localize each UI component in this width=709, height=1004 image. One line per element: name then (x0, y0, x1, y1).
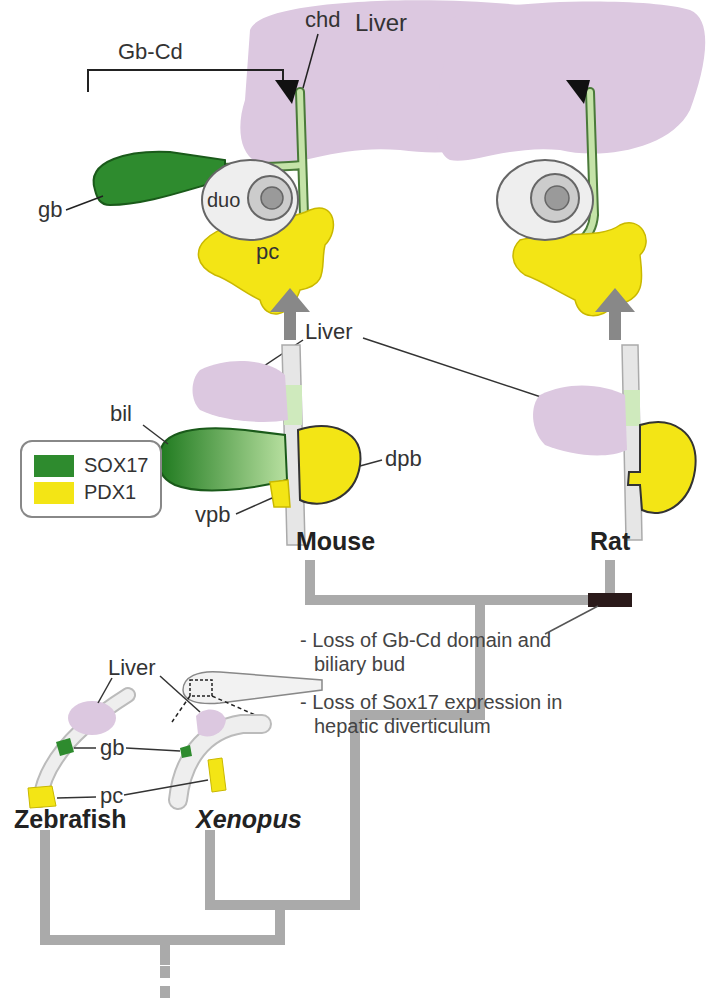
label: bil (110, 402, 132, 426)
legend-swatch (34, 482, 74, 504)
label: Mouse (296, 528, 375, 556)
label: pc (100, 784, 123, 808)
label: - Loss of Sox17 expression in hepatic di… (300, 690, 576, 738)
label: Liver (355, 10, 407, 36)
label: gb (38, 198, 62, 222)
legend-row: SOX17 (34, 454, 148, 477)
label: gb (100, 736, 124, 760)
label: dpb (385, 447, 422, 471)
label: Liver (108, 656, 156, 680)
label: vpb (195, 503, 230, 527)
label: Xenopus (196, 806, 302, 834)
legend-text: PDX1 (84, 481, 136, 504)
legend-box: SOX17PDX1 (20, 440, 162, 518)
label: chd (305, 8, 340, 32)
label: Zebrafish (14, 806, 127, 834)
legend-text: SOX17 (84, 454, 148, 477)
legend-row: PDX1 (34, 481, 148, 504)
label: - Loss of Gb-Cd domain and biliary bud (300, 628, 576, 676)
label: duo (207, 189, 240, 211)
label: Gb-Cd (118, 40, 183, 64)
label: pc (256, 240, 279, 264)
label: Rat (590, 528, 630, 556)
label: Liver (305, 320, 353, 344)
legend-swatch (34, 455, 74, 477)
